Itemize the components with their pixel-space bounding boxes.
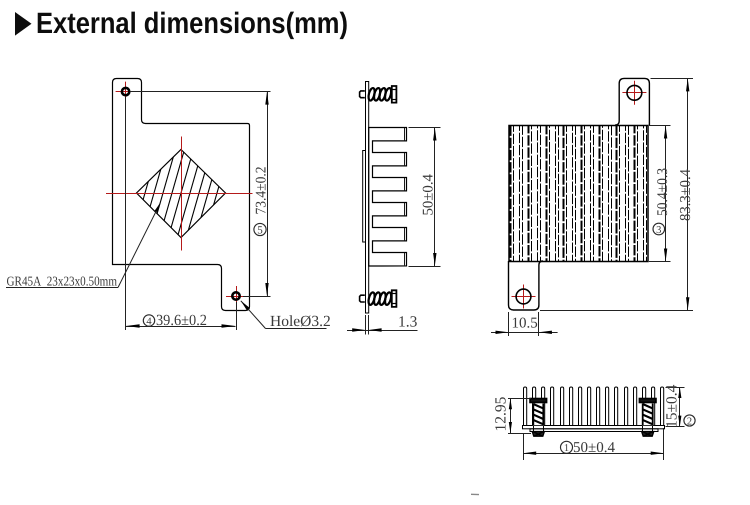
svg-text:50±0.4: 50±0.4 [421,173,437,215]
svg-text:50±0.4: 50±0.4 [573,440,615,456]
svg-text:External dimensions(mm): External dimensions(mm) [36,7,348,40]
svg-text:73.4±0.2: 73.4±0.2 [254,167,270,215]
svg-text:HoleØ3.2: HoleØ3.2 [270,313,331,330]
svg-text:15±0.4: 15±0.4 [664,384,681,428]
svg-text:83.3±0.4: 83.3±0.4 [677,169,694,221]
svg-text:5: 5 [257,224,263,236]
svg-text:10.5: 10.5 [512,316,538,332]
svg-text:GR45A 23x23x0.50mm: GR45A 23x23x0.50mm [7,274,118,289]
svg-text:4: 4 [146,316,152,327]
svg-text:39.6±0.2: 39.6±0.2 [156,312,207,329]
svg-text:50.4±0.3: 50.4±0.3 [655,168,671,216]
svg-text:2: 2 [687,416,692,427]
svg-text:3: 3 [656,225,661,236]
svg-text:1.3: 1.3 [398,314,418,331]
svg-text:12.95: 12.95 [493,396,510,431]
svg-text:1: 1 [564,443,569,454]
